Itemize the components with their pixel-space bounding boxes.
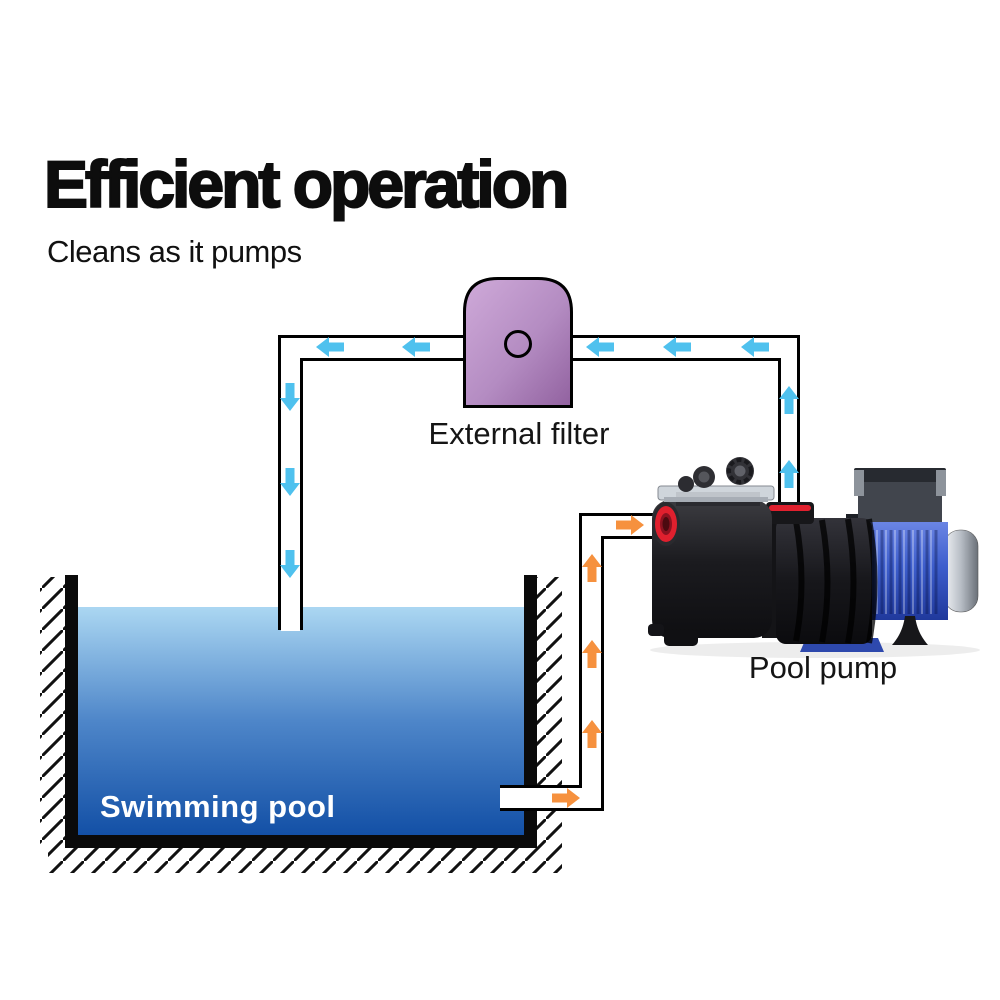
strainer-pot <box>652 500 772 638</box>
pool-wall-bottom <box>65 835 537 848</box>
return-arrow-up-icon <box>779 386 799 414</box>
return-pipe-interior <box>281 604 300 631</box>
suction-flow-arrows <box>552 515 644 808</box>
pump-inlet-port <box>652 502 680 546</box>
pool-wall-left <box>65 575 78 848</box>
pool-water <box>78 607 524 835</box>
page-title: Efficient operation <box>43 146 570 222</box>
swimming-pool-label: Swimming pool <box>100 789 336 824</box>
return-arrow-left-icon <box>663 337 691 357</box>
suction-arrow-up-icon <box>582 720 602 748</box>
return-arrow-down-icon <box>280 383 300 411</box>
suction-arrow-up-icon <box>582 640 602 668</box>
terminal-box-lid <box>854 468 946 482</box>
filter-window-icon <box>504 330 532 358</box>
lid-knob-small <box>678 466 715 492</box>
return-arrow-up-icon <box>779 460 799 488</box>
page-subtitle: Cleans as it pumps <box>47 234 302 269</box>
pool-pump-photo <box>648 457 980 658</box>
external-filter <box>463 277 573 408</box>
terminal-clip-right <box>936 470 946 496</box>
motor-end-cap <box>943 529 979 613</box>
terminal-clip-left <box>854 470 864 496</box>
suction-arrow-right-icon <box>616 515 644 535</box>
filter-body <box>463 277 573 408</box>
external-filter-label: External filter <box>429 416 610 451</box>
pool-walls <box>65 575 537 848</box>
return-arrow-left-icon <box>586 337 614 357</box>
pot-foot <box>664 630 698 646</box>
ground-hatching <box>40 577 562 873</box>
return-arrow-left-icon <box>316 337 344 357</box>
lid-edge <box>664 497 768 502</box>
lid-knob-large <box>726 457 754 485</box>
return-arrow-left-icon <box>402 337 430 357</box>
return-arrow-down-icon <box>280 550 300 578</box>
pump-rear-foot <box>892 616 928 645</box>
pool-pump-label: Pool pump <box>749 650 897 685</box>
suction-pipe-interior <box>500 788 602 808</box>
outlet-red-ring <box>769 505 811 511</box>
suction-pipe <box>500 513 659 811</box>
motor-terminal-box <box>858 476 942 524</box>
suction-arrow-up-icon <box>582 554 602 582</box>
return-arrow-down-icon <box>280 468 300 496</box>
pool-wall-right-upper <box>524 575 537 787</box>
return-arrow-left-icon <box>741 337 769 357</box>
barrel-ribs <box>793 518 878 644</box>
pot-nub <box>648 624 664 636</box>
